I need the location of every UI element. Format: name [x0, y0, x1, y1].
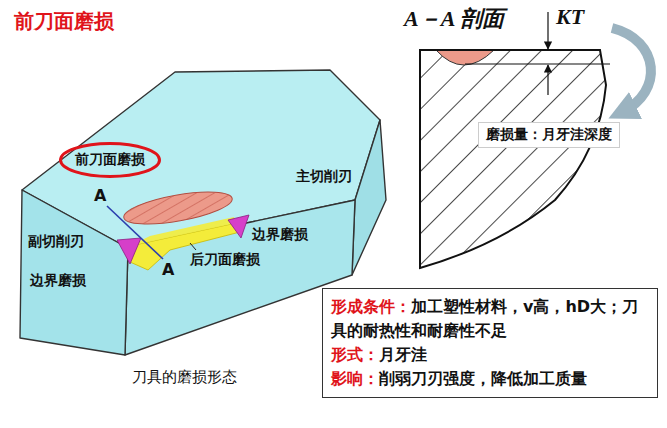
section-mark: A: [162, 260, 174, 279]
section-mark: A: [94, 186, 106, 205]
section-line: [107, 206, 163, 259]
wear-label: 边界磨损: [252, 226, 308, 244]
view-arrow: [612, 28, 651, 112]
page-title: 前刀面磨损: [14, 8, 114, 35]
info-box: 形成条件：加工塑性材料，v高，hD大；刀具的耐热性和耐磨性不足形式：月牙洼影响：…: [322, 288, 658, 398]
cross-section: [400, 40, 620, 280]
ellipse-outline: [61, 144, 160, 177]
notch-wear: [117, 238, 141, 264]
figure-caption: 刀具的磨损形态: [132, 368, 237, 387]
info-heading: 影响：: [331, 369, 379, 388]
minor-flank-face: [20, 190, 128, 355]
crater-section: [436, 50, 494, 65]
value-box: 磨损量：月牙洼深度: [478, 122, 620, 148]
info-heading: 形式：: [331, 345, 379, 364]
notch-wear: [228, 215, 249, 238]
info-line: 影响：削弱刀刃强度，降低加工质量: [331, 367, 649, 391]
info-body: 削弱刀刃强度，降低加工质量: [379, 369, 587, 388]
wear-label: 边界磨损: [30, 272, 86, 290]
callout-ellipse: 前刀面磨损: [59, 142, 161, 178]
node-text: 前刀面磨损: [75, 151, 145, 169]
leader-line: [190, 243, 196, 250]
wear-label: 后刀面磨损: [190, 251, 260, 269]
edge-label: 副切削刃: [28, 233, 84, 251]
info-body: 月牙洼: [379, 345, 427, 364]
info-line: 形成条件：加工塑性材料，v高，hD大；刀具的耐热性和耐磨性不足: [331, 295, 649, 343]
info-line: 形式：月牙洼: [331, 343, 649, 367]
section-title: A－A 剖面: [404, 4, 504, 34]
edge-label: 主切削刃: [296, 168, 352, 186]
crater-wear: [122, 186, 235, 231]
dimension-label: KT: [556, 4, 584, 30]
node-text: 磨损量：月牙洼深度: [486, 126, 612, 144]
info-heading: 形成条件：: [331, 297, 411, 316]
side-face: [352, 120, 386, 275]
